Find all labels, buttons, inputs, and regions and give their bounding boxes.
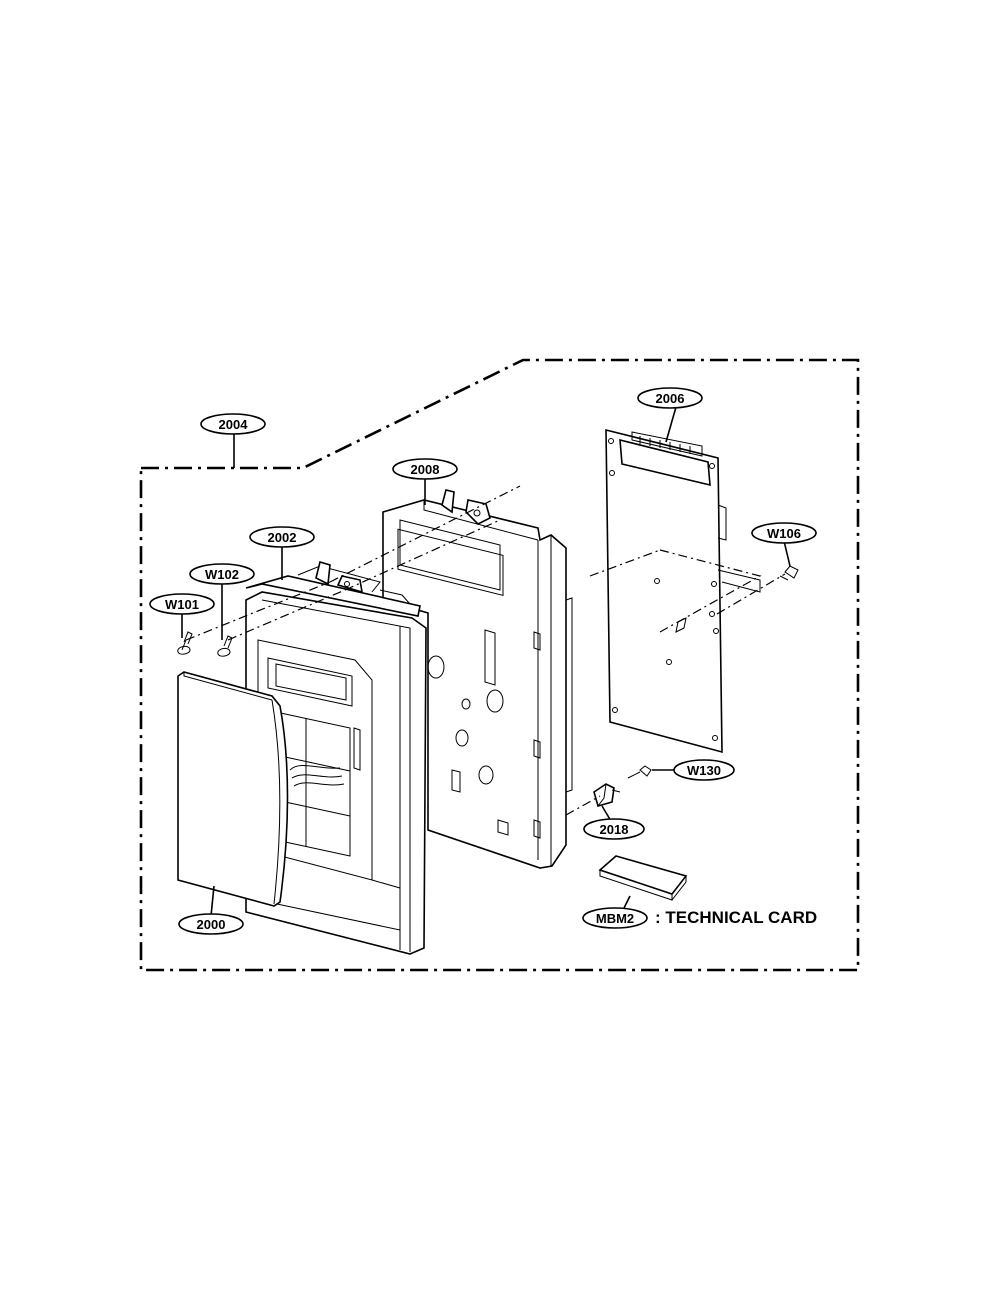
screw-w130 <box>627 765 652 779</box>
callout-w102-text: W102 <box>205 567 239 582</box>
part-2006-pcb <box>605 428 761 754</box>
part-2000-door <box>177 671 289 907</box>
alignment-lines <box>185 485 786 816</box>
callout-2018-text: 2018 <box>600 822 629 837</box>
front-panel-housing <box>245 591 427 955</box>
callout-2008-text: 2008 <box>411 462 440 477</box>
callout-w106: W106 <box>751 522 817 544</box>
callout-mbm2: MBM2 <box>582 907 648 929</box>
callout-2004-text: 2004 <box>219 417 249 432</box>
screw-w106 <box>779 565 799 581</box>
callout-2000: 2000 <box>178 913 244 935</box>
callout-w130: W130 <box>673 759 735 781</box>
callout-w106-text: W106 <box>767 526 801 541</box>
part-2002-holder <box>245 560 421 617</box>
callout-mbm2-text: MBM2 <box>596 911 634 926</box>
callout-w130-text: W130 <box>687 763 721 778</box>
callout-2002: 2002 <box>249 526 315 548</box>
callout-2018: 2018 <box>583 818 645 840</box>
callout-2004: 2004 <box>200 413 266 435</box>
technical-card-caption: : TECHNICAL CARD <box>655 908 817 927</box>
part-2018-connector <box>593 783 621 807</box>
assembly-boundary <box>139 358 860 972</box>
part-2008-frame <box>382 489 573 869</box>
callout-2008: 2008 <box>392 458 458 480</box>
callout-w101-text: W101 <box>165 597 199 612</box>
screw-w102 <box>217 635 233 657</box>
callout-2000-text: 2000 <box>197 917 226 932</box>
callout-w101: W101 <box>149 593 215 615</box>
callout-w102: W102 <box>189 563 255 585</box>
part-mbm2-technical-card <box>598 855 688 901</box>
callout-2006: 2006 <box>637 387 703 409</box>
screw-w101 <box>177 631 193 655</box>
callout-2006-text: 2006 <box>656 391 685 406</box>
callout-2002-text: 2002 <box>268 530 297 545</box>
